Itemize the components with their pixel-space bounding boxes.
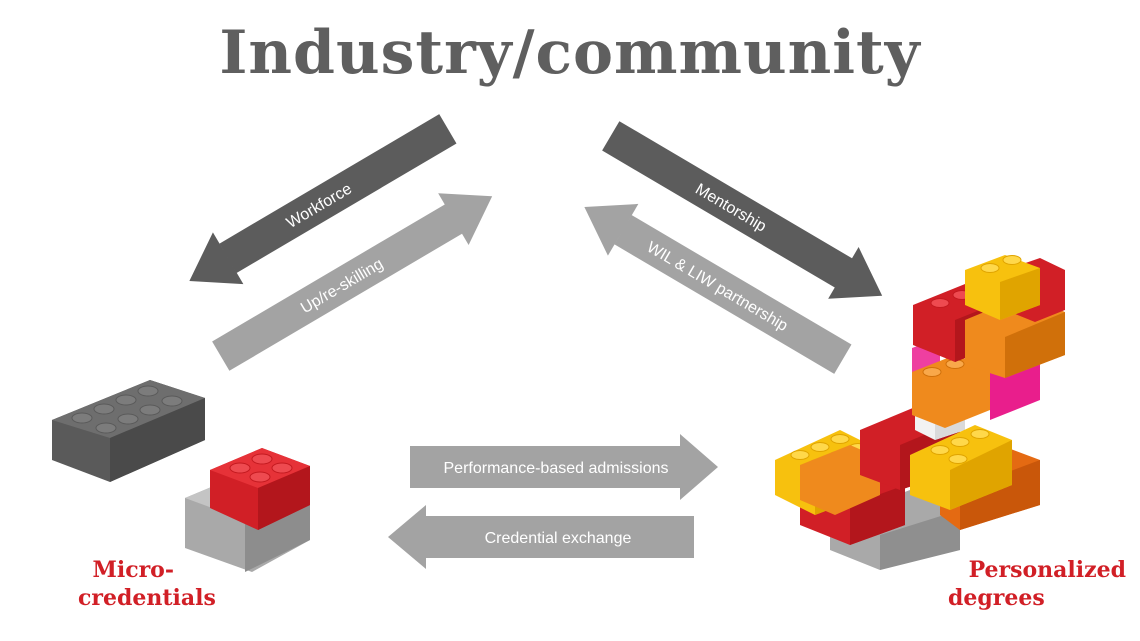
exchange-arrow: Credential exchange	[388, 505, 694, 569]
exchange-arrow-shape	[388, 505, 694, 569]
dark-grey-brick	[52, 380, 205, 482]
admissions-label: Performance-based admissions	[444, 460, 669, 477]
personalized-degrees-line2: degrees	[948, 585, 1045, 611]
exchange-label: Credential exchange	[485, 530, 632, 547]
micro-credentials-label: Micro- credentials	[78, 556, 216, 612]
micro-credentials-line2: credentials	[78, 585, 216, 611]
wil-arrow-shape	[584, 203, 852, 374]
workforce-arrow: Workforce	[189, 114, 457, 285]
personalized-degrees-line1: Personalized	[968, 557, 1126, 583]
wil-label: WIL & LIW partnership	[644, 239, 791, 335]
upskilling-arrow-shape	[212, 193, 493, 371]
admissions-arrow: Performance-based admissions	[410, 434, 718, 500]
admissions-arrow-shape	[410, 434, 718, 500]
brick-stack	[775, 255, 1065, 570]
red-brick	[210, 448, 310, 530]
personalized-degrees-label: Personalized degrees	[938, 556, 1126, 612]
mentorship-arrow-shape	[602, 121, 883, 299]
page-title: Industry/community	[219, 18, 921, 88]
micro-credentials-line1: Micro-	[92, 557, 174, 583]
workforce-arrow-shape	[189, 114, 457, 285]
